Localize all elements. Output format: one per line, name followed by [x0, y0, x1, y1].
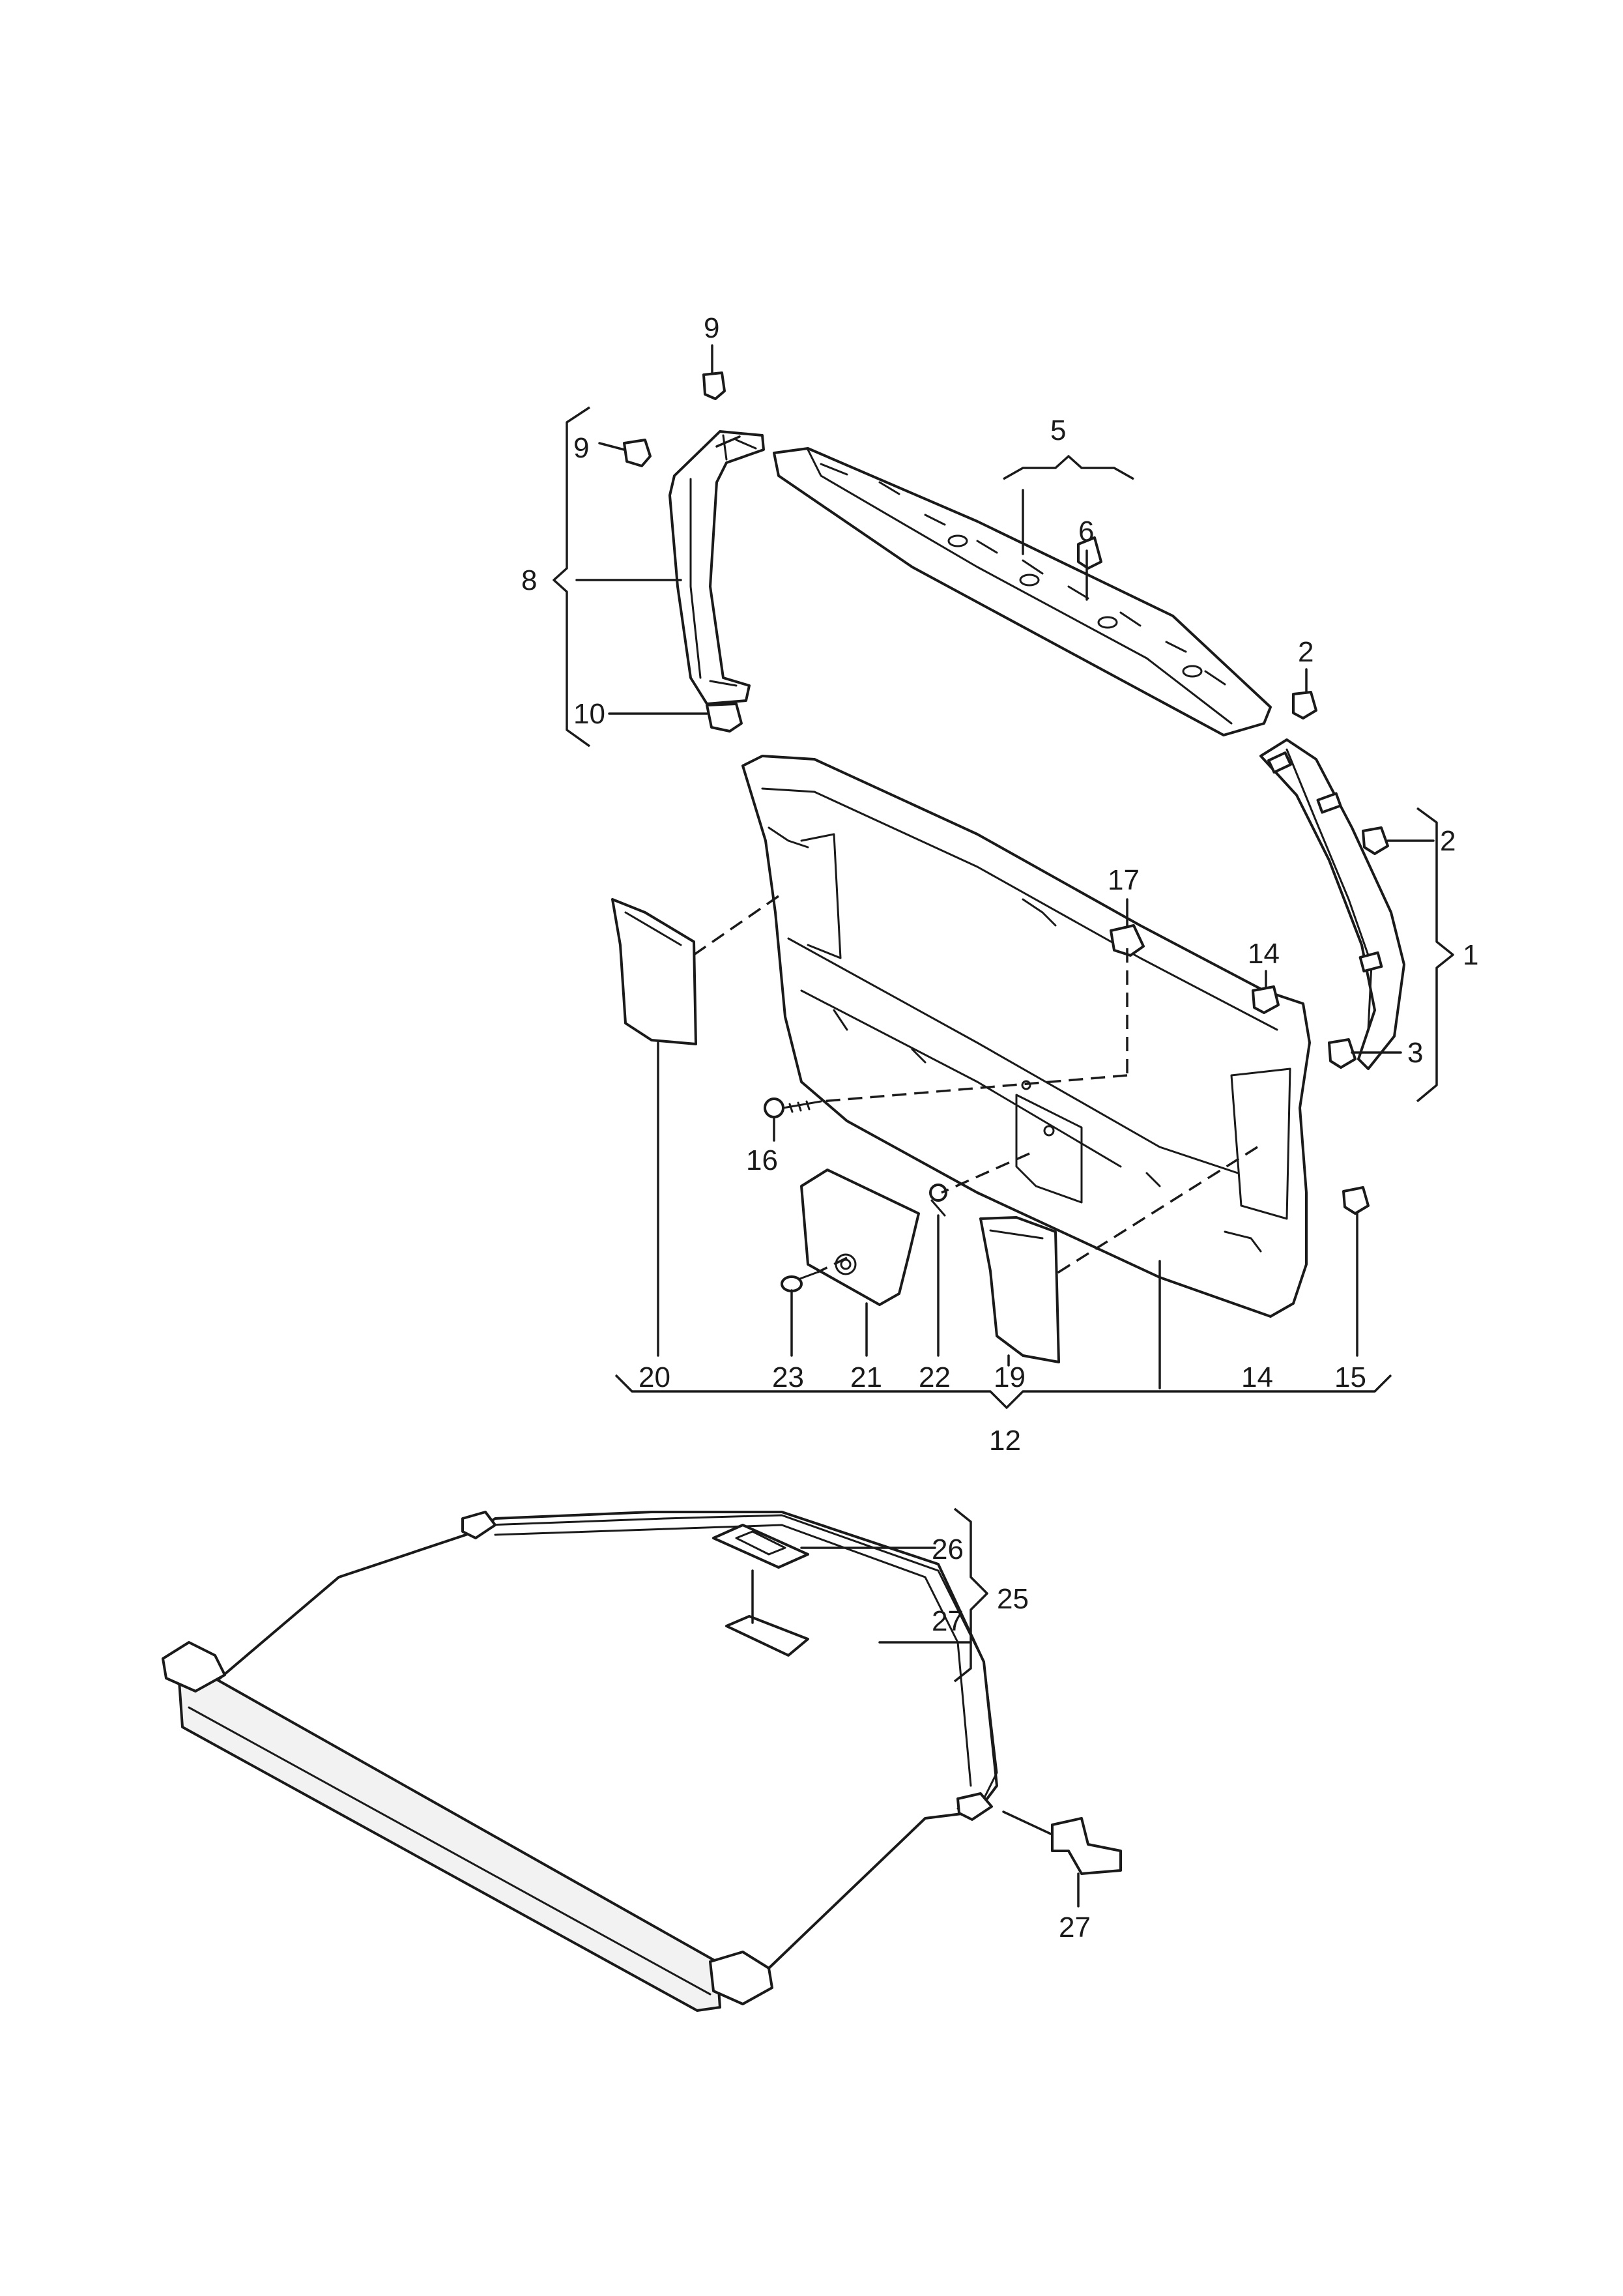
- bracket-group-12: [614, 1374, 1392, 1409]
- callout-6: 6: [1078, 516, 1094, 547]
- callout-23: 23: [772, 1361, 804, 1393]
- part-25-luggage-compartment-cover: [162, 1511, 998, 2012]
- part-6-clip: [1077, 536, 1102, 570]
- leader-lines: [575, 344, 1435, 1908]
- bracket-group-5: [1003, 455, 1134, 480]
- part-19-side-cover: [979, 1216, 1060, 1363]
- part-14-clip: [1252, 985, 1280, 1014]
- callout-20: 20: [639, 1361, 670, 1393]
- bracket-group-8: [553, 406, 591, 748]
- bracket-group-25: [953, 1507, 988, 1683]
- part-27-bracket: [1051, 1817, 1122, 1875]
- part-2-clip-top: [1292, 691, 1317, 719]
- part-14-tailgate-trim-panel: [741, 755, 1311, 1318]
- part-26-handle: [712, 1524, 809, 1569]
- dashed-leader-lines: [693, 895, 1258, 1275]
- part-22-clip: [929, 1184, 947, 1217]
- callout-14-clip: 14: [1248, 938, 1280, 970]
- callout-19: 19: [994, 1361, 1026, 1393]
- callout-8: 8: [521, 564, 537, 596]
- part-17-clip: [1110, 924, 1145, 957]
- part-10-clip: [706, 703, 743, 733]
- callout-15: 15: [1334, 1361, 1366, 1393]
- callout-27-cover: 27: [932, 1605, 964, 1637]
- part-15-clip: [1342, 1186, 1370, 1215]
- callout-9-top: 9: [704, 312, 719, 344]
- callout-10: 10: [573, 698, 605, 730]
- bracket-group-1: [1416, 807, 1454, 1103]
- part-2-clip-side: [1362, 826, 1389, 855]
- brackets: [553, 406, 1454, 1683]
- part-21-cover-cap: [800, 1169, 920, 1306]
- part-16-screw: [764, 1097, 822, 1118]
- part-5-upper-trim-strip: [773, 447, 1272, 736]
- callout-5: 5: [1050, 414, 1066, 446]
- callout-2-top: 2: [1298, 636, 1314, 668]
- callout-labels: 9 9 8 10 5 6 2 2 1 3 17 14 16 20 23 21 2…: [521, 312, 1478, 1943]
- part-9-clip-side: [623, 439, 652, 467]
- part-23-screw: [781, 1271, 819, 1292]
- callout-27-bracket: 27: [1059, 1911, 1091, 1943]
- callout-9-side: 9: [573, 432, 589, 464]
- callout-25: 25: [997, 1583, 1029, 1615]
- callout-21: 21: [850, 1361, 882, 1393]
- part-3-clip: [1328, 1038, 1357, 1069]
- part-20-side-cover: [611, 898, 697, 1045]
- callout-26: 26: [932, 1533, 964, 1565]
- callout-3: 3: [1407, 1037, 1423, 1069]
- callout-14-panel: 14: [1241, 1361, 1273, 1393]
- callout-12: 12: [989, 1425, 1021, 1457]
- callout-1: 1: [1463, 939, 1478, 971]
- callout-2-side: 2: [1440, 825, 1456, 857]
- part-8-left-pillar-trim: [668, 430, 765, 705]
- callout-17: 17: [1108, 864, 1140, 896]
- callout-22: 22: [919, 1361, 951, 1393]
- callout-16: 16: [746, 1144, 778, 1176]
- part-9-clip-top: [702, 371, 726, 400]
